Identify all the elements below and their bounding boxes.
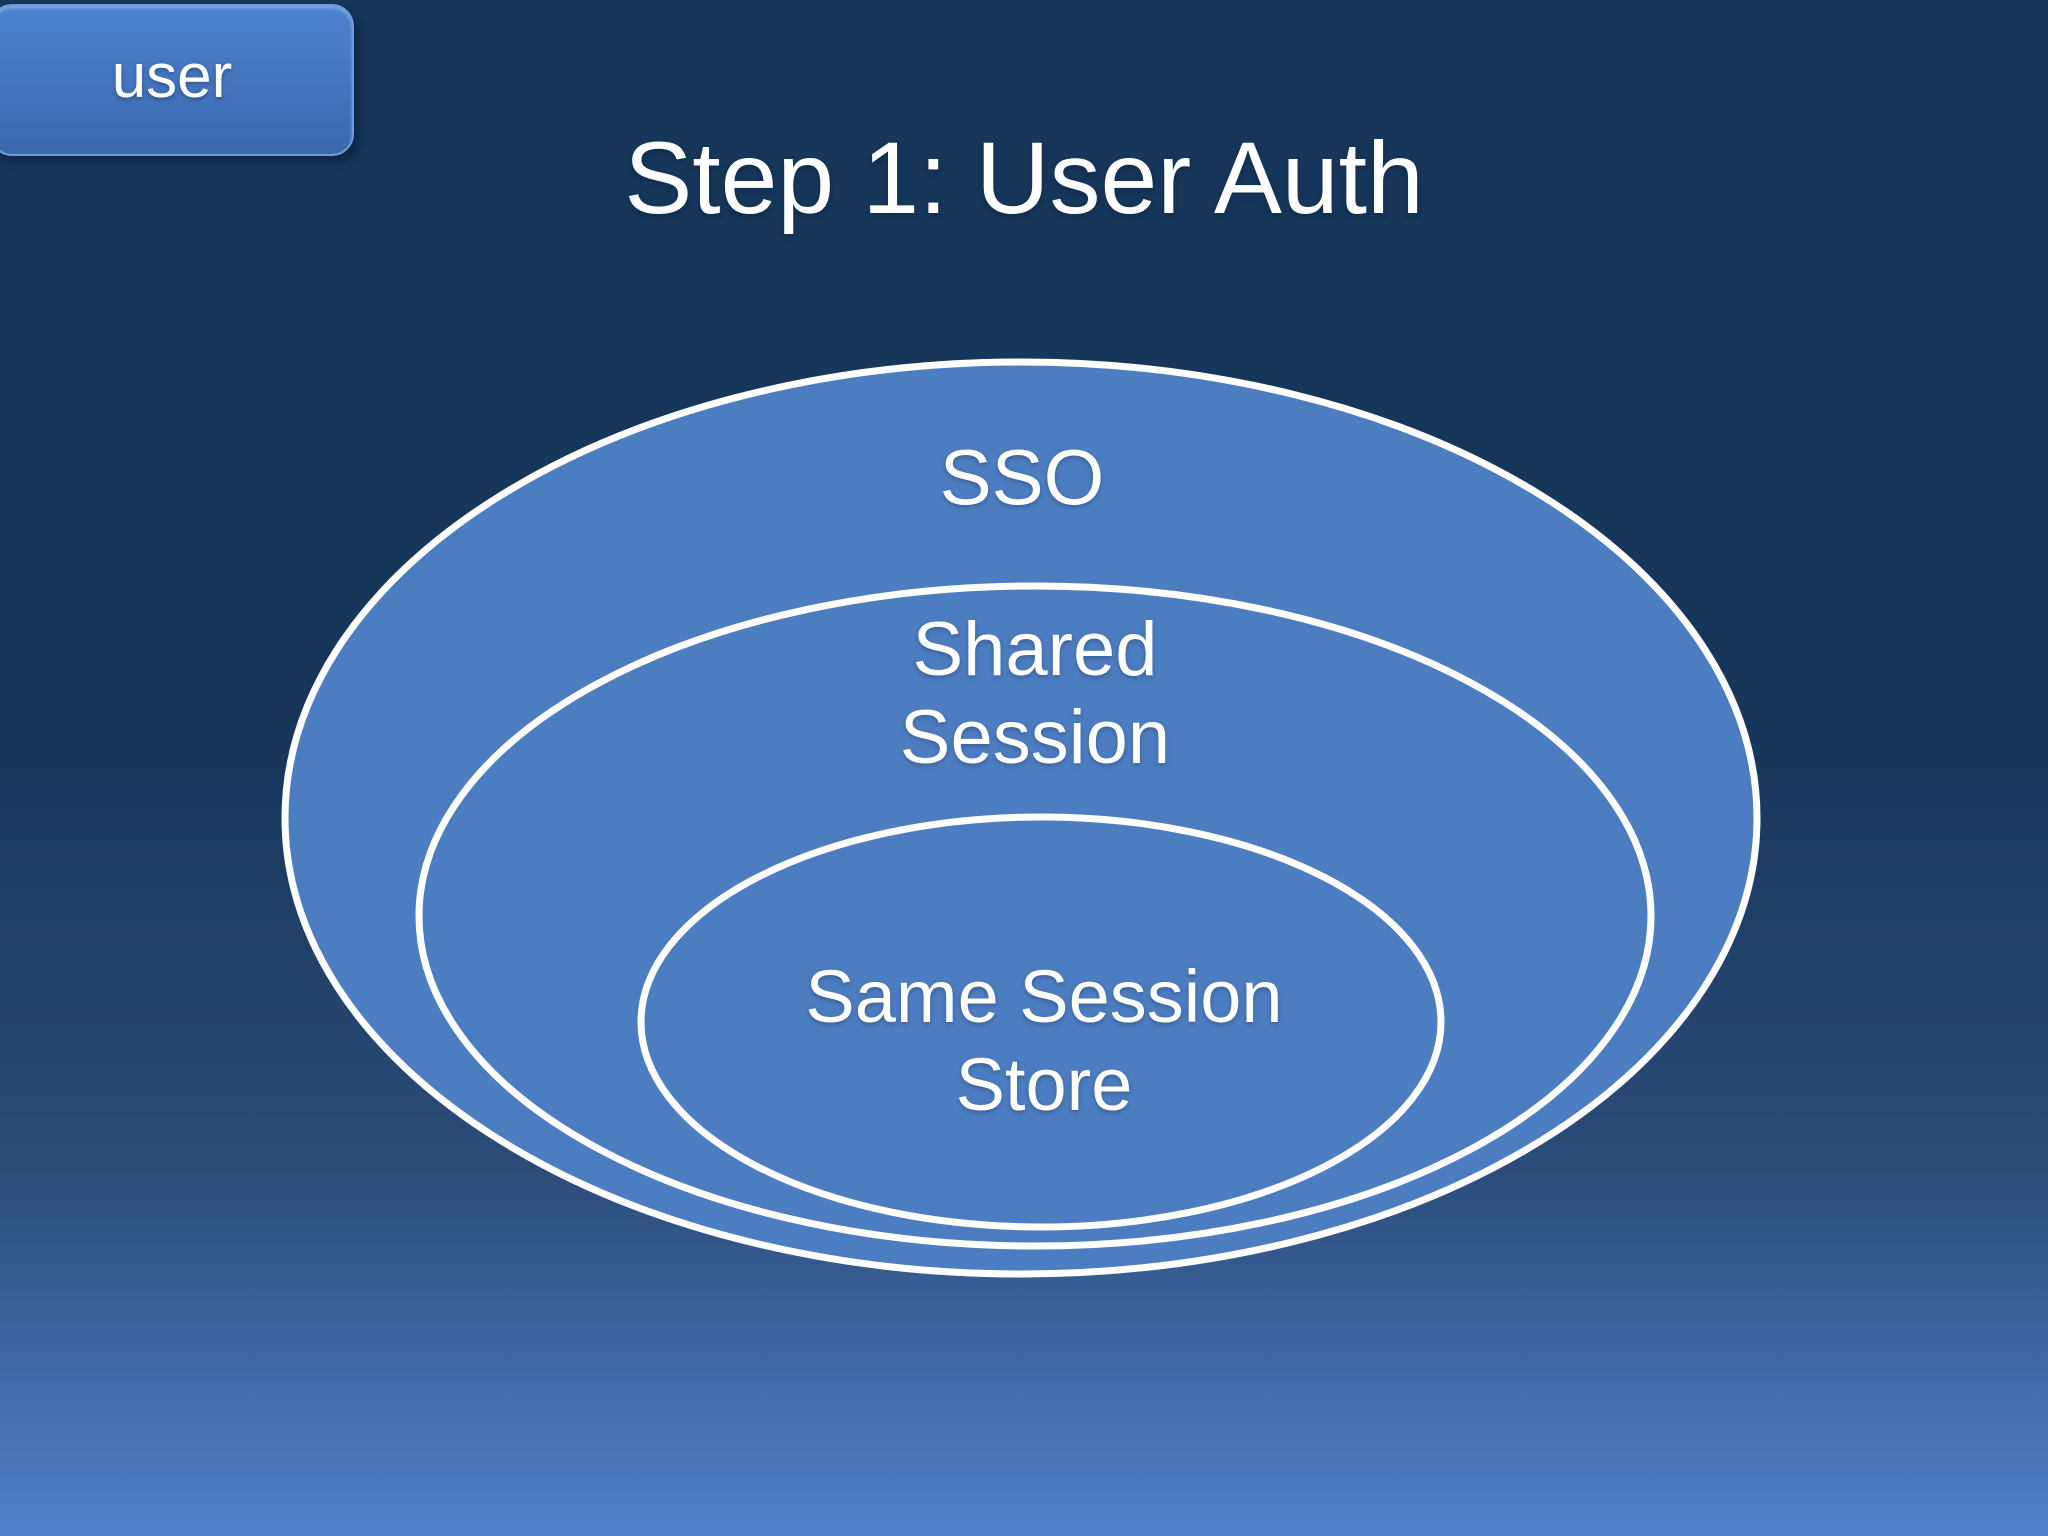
venn-label-sso: SSO: [939, 433, 1105, 521]
slide-title: Step 1: User Auth: [624, 121, 1424, 235]
user-badge-label: user: [111, 42, 233, 111]
venn-label-same-session-store: Same Session Store: [805, 955, 1283, 1126]
user-badge: user: [0, 4, 354, 156]
venn-label-shared-session: Shared Session: [899, 607, 1171, 780]
venn-ellipse-inner: [637, 813, 1445, 1231]
